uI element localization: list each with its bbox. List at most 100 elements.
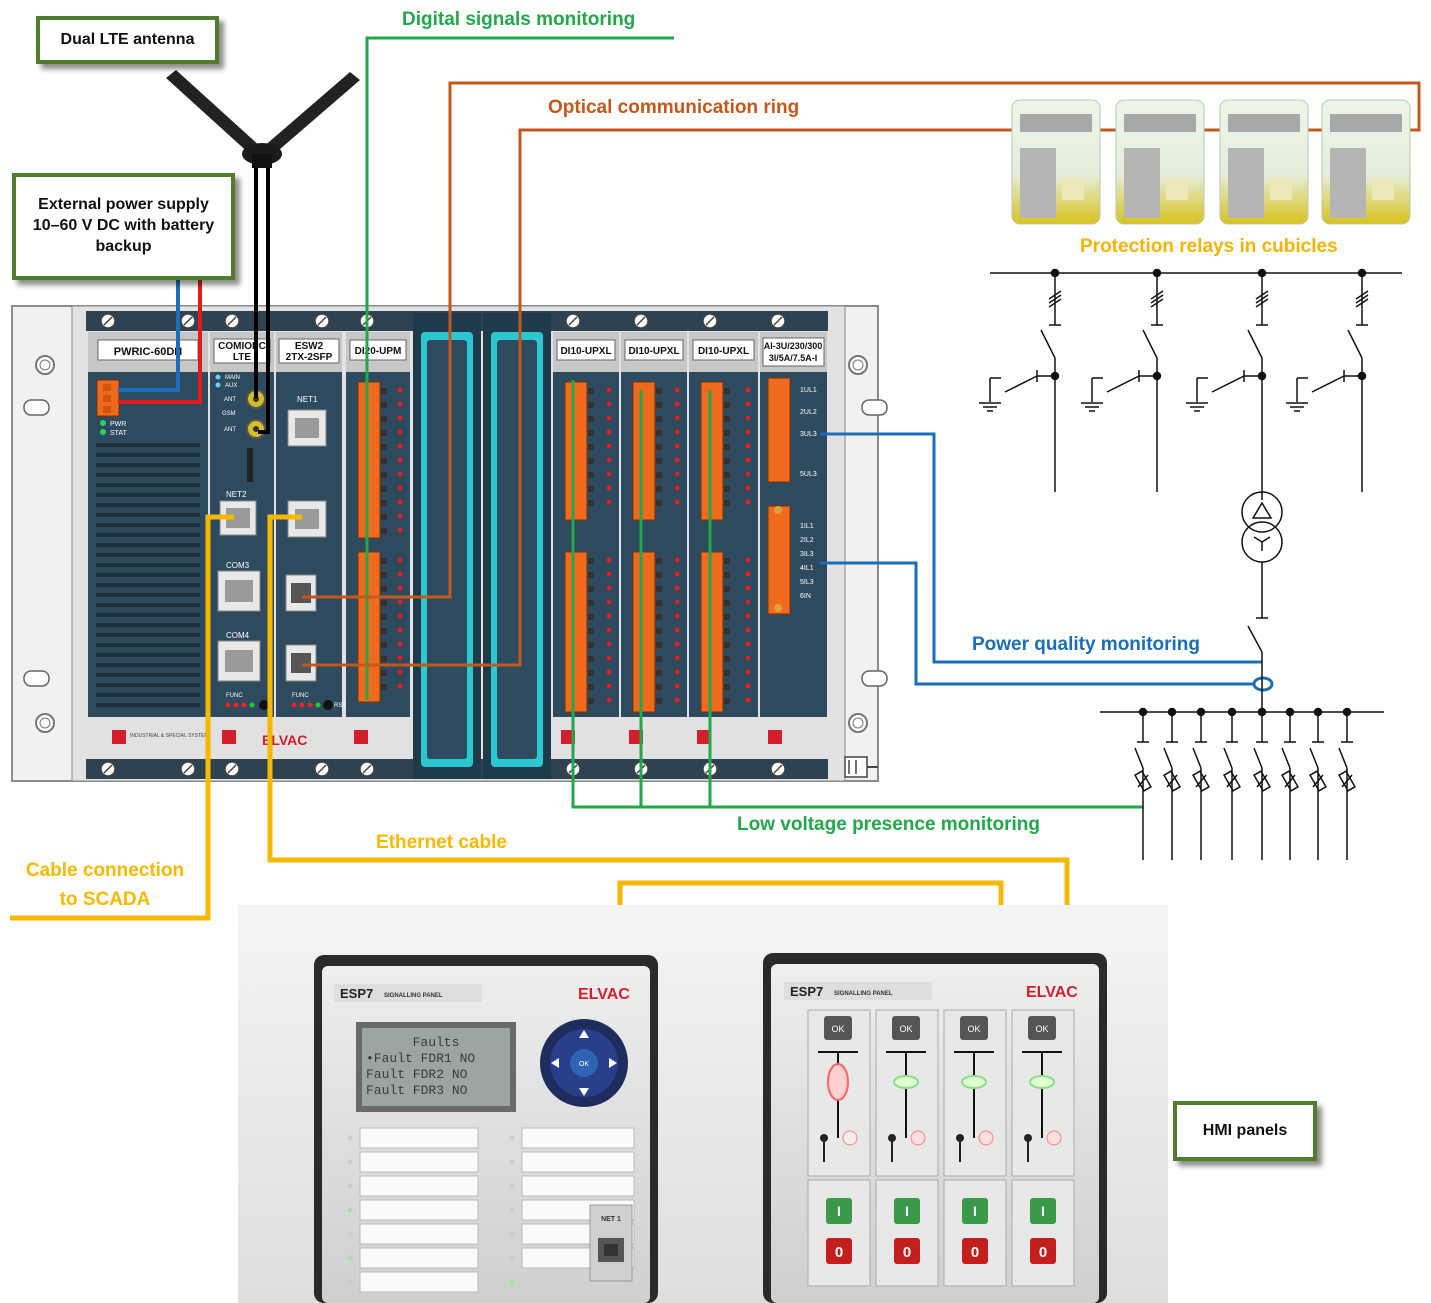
power-cables	[118, 280, 202, 404]
lv-feeder	[1281, 707, 1299, 860]
label-ant-2: ANT	[224, 427, 236, 433]
hmi-ok-button[interactable]	[892, 1016, 920, 1040]
hmi-on-button[interactable]	[826, 1198, 852, 1224]
label-pwr: PWR	[110, 421, 126, 428]
hmi-on-button[interactable]	[894, 1198, 920, 1224]
label-ethernet-cable: Ethernet cable	[376, 832, 507, 853]
module-di-3: DI10-UPXL	[621, 332, 687, 758]
label-com4: COM4	[226, 631, 250, 640]
module-di-1: DI20-UPM	[346, 332, 410, 758]
ai-current-channel: 4IL1	[800, 565, 814, 572]
label-net2: NET2	[226, 490, 247, 499]
label-hmi-panels: HMI panels	[1173, 1101, 1317, 1161]
protection-relay	[1219, 99, 1309, 225]
lv-feeder	[1223, 707, 1241, 860]
label-scada: Cable connection to SCADA	[16, 856, 194, 915]
module-label-ai-1: AI-3U/230/300	[764, 341, 823, 351]
hmi-right-model: ESP7	[790, 984, 823, 999]
signal-slot	[359, 1223, 479, 1245]
hmi-ok-label: OK	[1035, 1024, 1048, 1034]
ai-current-channel: 3IL3	[800, 551, 814, 558]
protection-relays	[1011, 99, 1411, 225]
hmi-right-panel: ESP7 SIGNALLING PANEL ELVAC OKI0OKI0OKI0…	[763, 953, 1107, 1303]
module-di-2: DI10-UPXL	[553, 332, 619, 758]
hmi-ok-label: OK	[831, 1024, 844, 1034]
hmi-off-button[interactable]	[1030, 1238, 1056, 1264]
mv-feeder	[1081, 268, 1164, 492]
hmi-ok-label: OK	[899, 1024, 912, 1034]
antenna-cables	[254, 168, 270, 434]
lcd-line: Fault FDR2 NO	[366, 1067, 468, 1082]
hmi-left-ok: OK	[579, 1061, 589, 1068]
ai-current-channel: 2IL2	[800, 537, 814, 544]
protection-relay	[1011, 99, 1101, 225]
hmi-bay-cell: OK I 0	[875, 1009, 939, 1287]
rack-brand-elvac: ELVAC	[262, 732, 307, 748]
hmi-on-label: I	[973, 1203, 977, 1219]
hmi-bay-cell: OK I 0	[943, 1009, 1007, 1287]
hmi-bay-cell: OK I 0	[807, 1009, 871, 1287]
hmi-on-label: I	[905, 1203, 909, 1219]
module-label-comiopc-2: LTE	[233, 352, 251, 363]
module-label-comiopc-1: COMIOPC	[218, 341, 266, 352]
hmi-on-button[interactable]	[962, 1198, 988, 1224]
label-scada-text: Cable connection to SCADA	[25, 860, 185, 911]
label-main: MAIN	[225, 375, 240, 381]
hmi-off-button[interactable]	[962, 1238, 988, 1264]
hmi-ok-label: OK	[967, 1024, 980, 1034]
hmi-on-button[interactable]	[1030, 1198, 1056, 1224]
ai-voltage-channel: 2UL2	[800, 409, 817, 416]
lte-antenna	[166, 70, 360, 168]
label-power-supply: External power supply 10–60 V DC with ba…	[12, 173, 235, 280]
module-label-esw2-1: ESW2	[295, 341, 324, 352]
mv-feeder	[1186, 268, 1269, 480]
label-dual-lte-antenna-text: Dual LTE antenna	[60, 30, 195, 48]
signal-slot	[359, 1175, 479, 1197]
signal-slot	[359, 1271, 479, 1293]
label-net1: NET1	[297, 395, 318, 404]
hmi-off-label: 0	[971, 1244, 979, 1261]
hmi-off-label: 0	[835, 1244, 843, 1261]
signal-slot	[359, 1247, 479, 1269]
lcd-line: Fault FDR3 NO	[366, 1083, 468, 1098]
label-optical-ring: Optical communication ring	[548, 97, 800, 118]
module-esw2: ESW2 2TX-2SFP NET1 FUNC RST ELVAC	[262, 332, 346, 758]
signal-slot	[521, 1151, 635, 1173]
optical-ring-lines	[302, 81, 1421, 667]
label-func-1: FUNC	[226, 693, 243, 699]
label-rst: RST	[334, 703, 346, 709]
hmi-left-subtitle: SIGNALLING PANEL	[384, 993, 443, 999]
module-di-4: DI10-UPXL	[689, 332, 758, 758]
label-power-supply-text: External power supply 10–60 V DC with ba…	[32, 196, 215, 255]
label-hmi-panels-text: HMI panels	[1202, 1121, 1288, 1139]
hmi-on-label: I	[1041, 1203, 1045, 1219]
hmi-on-label: I	[837, 1203, 841, 1219]
module-brand-stickers	[346, 718, 410, 758]
module-label-esw2-2: 2TX-2SFP	[286, 352, 333, 363]
hmi-off-label: 0	[1039, 1244, 1047, 1261]
hmi-off-button[interactable]	[826, 1238, 852, 1264]
hmi-ok-button[interactable]	[960, 1016, 988, 1040]
label-power-quality: Power quality monitoring	[972, 634, 1201, 655]
signal-slot	[359, 1127, 479, 1149]
label-func-2: FUNC	[292, 693, 309, 699]
hmi-right-brand: ELVAC	[1026, 984, 1078, 1001]
lv-feeder	[1338, 707, 1356, 860]
lcd-line: •Fault FDR1 NO	[366, 1051, 475, 1066]
hmi-bay-cell: OK I 0	[1011, 1009, 1075, 1287]
label-aux: AUX	[225, 383, 237, 389]
hmi-ok-button[interactable]	[1028, 1016, 1056, 1040]
label-stat: STAT	[110, 430, 128, 437]
module-label-di-1: DI20-UPM	[355, 346, 402, 357]
lv-feeder	[1253, 707, 1271, 860]
hmi-off-button[interactable]	[894, 1238, 920, 1264]
hmi-ok-button[interactable]	[824, 1016, 852, 1040]
signal-slot	[521, 1175, 635, 1197]
module-comiopc: COMIOPC LTE MAIN AUX ANT GSM ANT NET2 CO…	[210, 332, 274, 758]
module-ai: AI-3U/230/300 3I/5A/7.5A-I 1UL12UL23UL35…	[760, 332, 827, 758]
lv-feeder	[1192, 707, 1210, 860]
hmi-off-label: 0	[903, 1244, 911, 1261]
label-protection-relays: Protection relays in cubicles	[1080, 236, 1338, 257]
hmi-left-net1: NET 1	[601, 1216, 621, 1223]
